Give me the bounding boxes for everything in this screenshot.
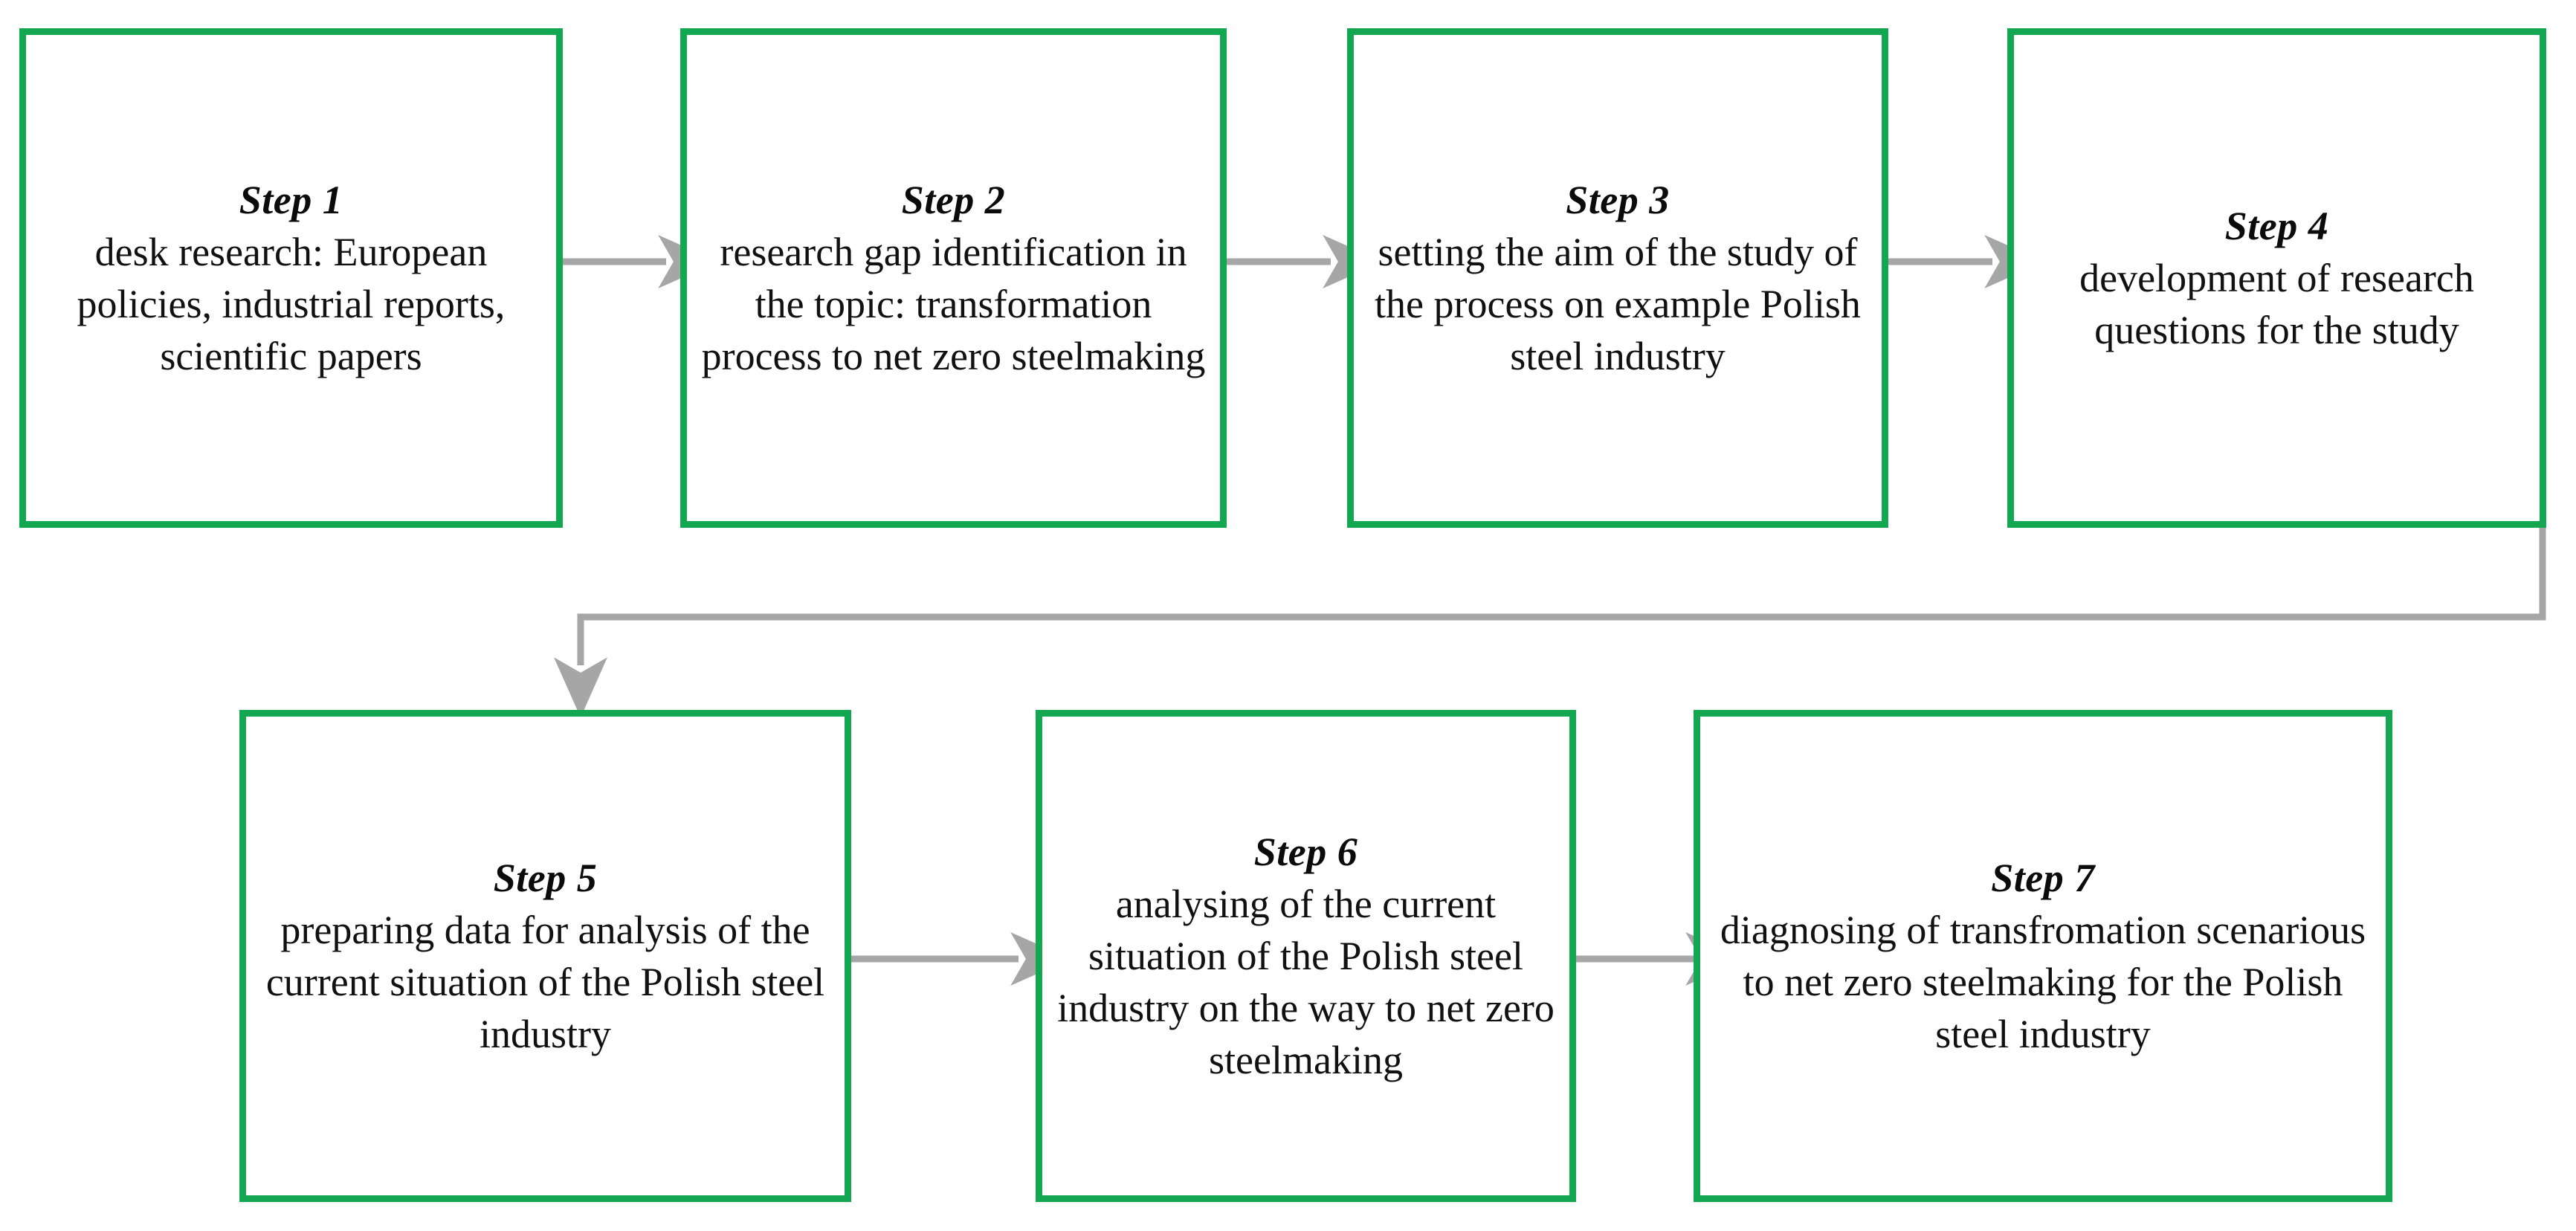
step-box-7[interactable]: Step 7 diagnosing of transfromation scen… xyxy=(1694,710,2392,1202)
step-7-title: Step 7 xyxy=(1991,855,2095,900)
step-4-title: Step 4 xyxy=(2224,203,2329,248)
step-1-content: Step 1 desk research: European policies,… xyxy=(39,174,543,383)
step-1-title: Step 1 xyxy=(239,177,343,222)
step-box-5[interactable]: Step 5 preparing data for analysis of th… xyxy=(239,710,851,1202)
step-5-description: preparing data for analysis of the curre… xyxy=(265,907,825,1057)
step-4-content: Step 4 development of research questions… xyxy=(2027,200,2526,357)
step-4-description: development of research questions for th… xyxy=(2079,255,2474,353)
step-3-description: setting the aim of the study of the proc… xyxy=(1375,229,1861,379)
step-2-title: Step 2 xyxy=(901,177,1006,222)
step-box-1[interactable]: Step 1 desk research: European policies,… xyxy=(19,28,563,528)
step-3-title: Step 3 xyxy=(1566,177,1670,222)
step-5-title: Step 5 xyxy=(493,855,598,900)
step-box-4[interactable]: Step 4 development of research questions… xyxy=(2007,28,2546,528)
step-7-description: diagnosing of transfromation scenarious … xyxy=(1720,907,2366,1057)
step-2-description: research gap identification in the topic… xyxy=(701,229,1206,379)
step-box-2[interactable]: Step 2 research gap identification in th… xyxy=(680,28,1227,528)
step-2-content: Step 2 research gap identification in th… xyxy=(700,174,1207,383)
step-box-6[interactable]: Step 6 analysing of the current situatio… xyxy=(1036,710,1576,1202)
connector-step4-step5 xyxy=(554,528,2546,718)
step-6-title: Step 6 xyxy=(1253,829,1358,874)
step-6-content: Step 6 analysing of the current situatio… xyxy=(1056,826,1556,1087)
step-3-content: Step 3 setting the aim of the study of t… xyxy=(1367,174,1868,383)
step-1-description: desk research: European policies, indust… xyxy=(77,229,506,379)
step-6-description: analysing of the current situation of th… xyxy=(1057,881,1555,1083)
step-5-content: Step 5 preparing data for analysis of th… xyxy=(259,852,831,1061)
step-7-content: Step 7 diagnosing of transfromation scen… xyxy=(1714,852,2372,1061)
step-box-3[interactable]: Step 3 setting the aim of the study of t… xyxy=(1347,28,1888,528)
